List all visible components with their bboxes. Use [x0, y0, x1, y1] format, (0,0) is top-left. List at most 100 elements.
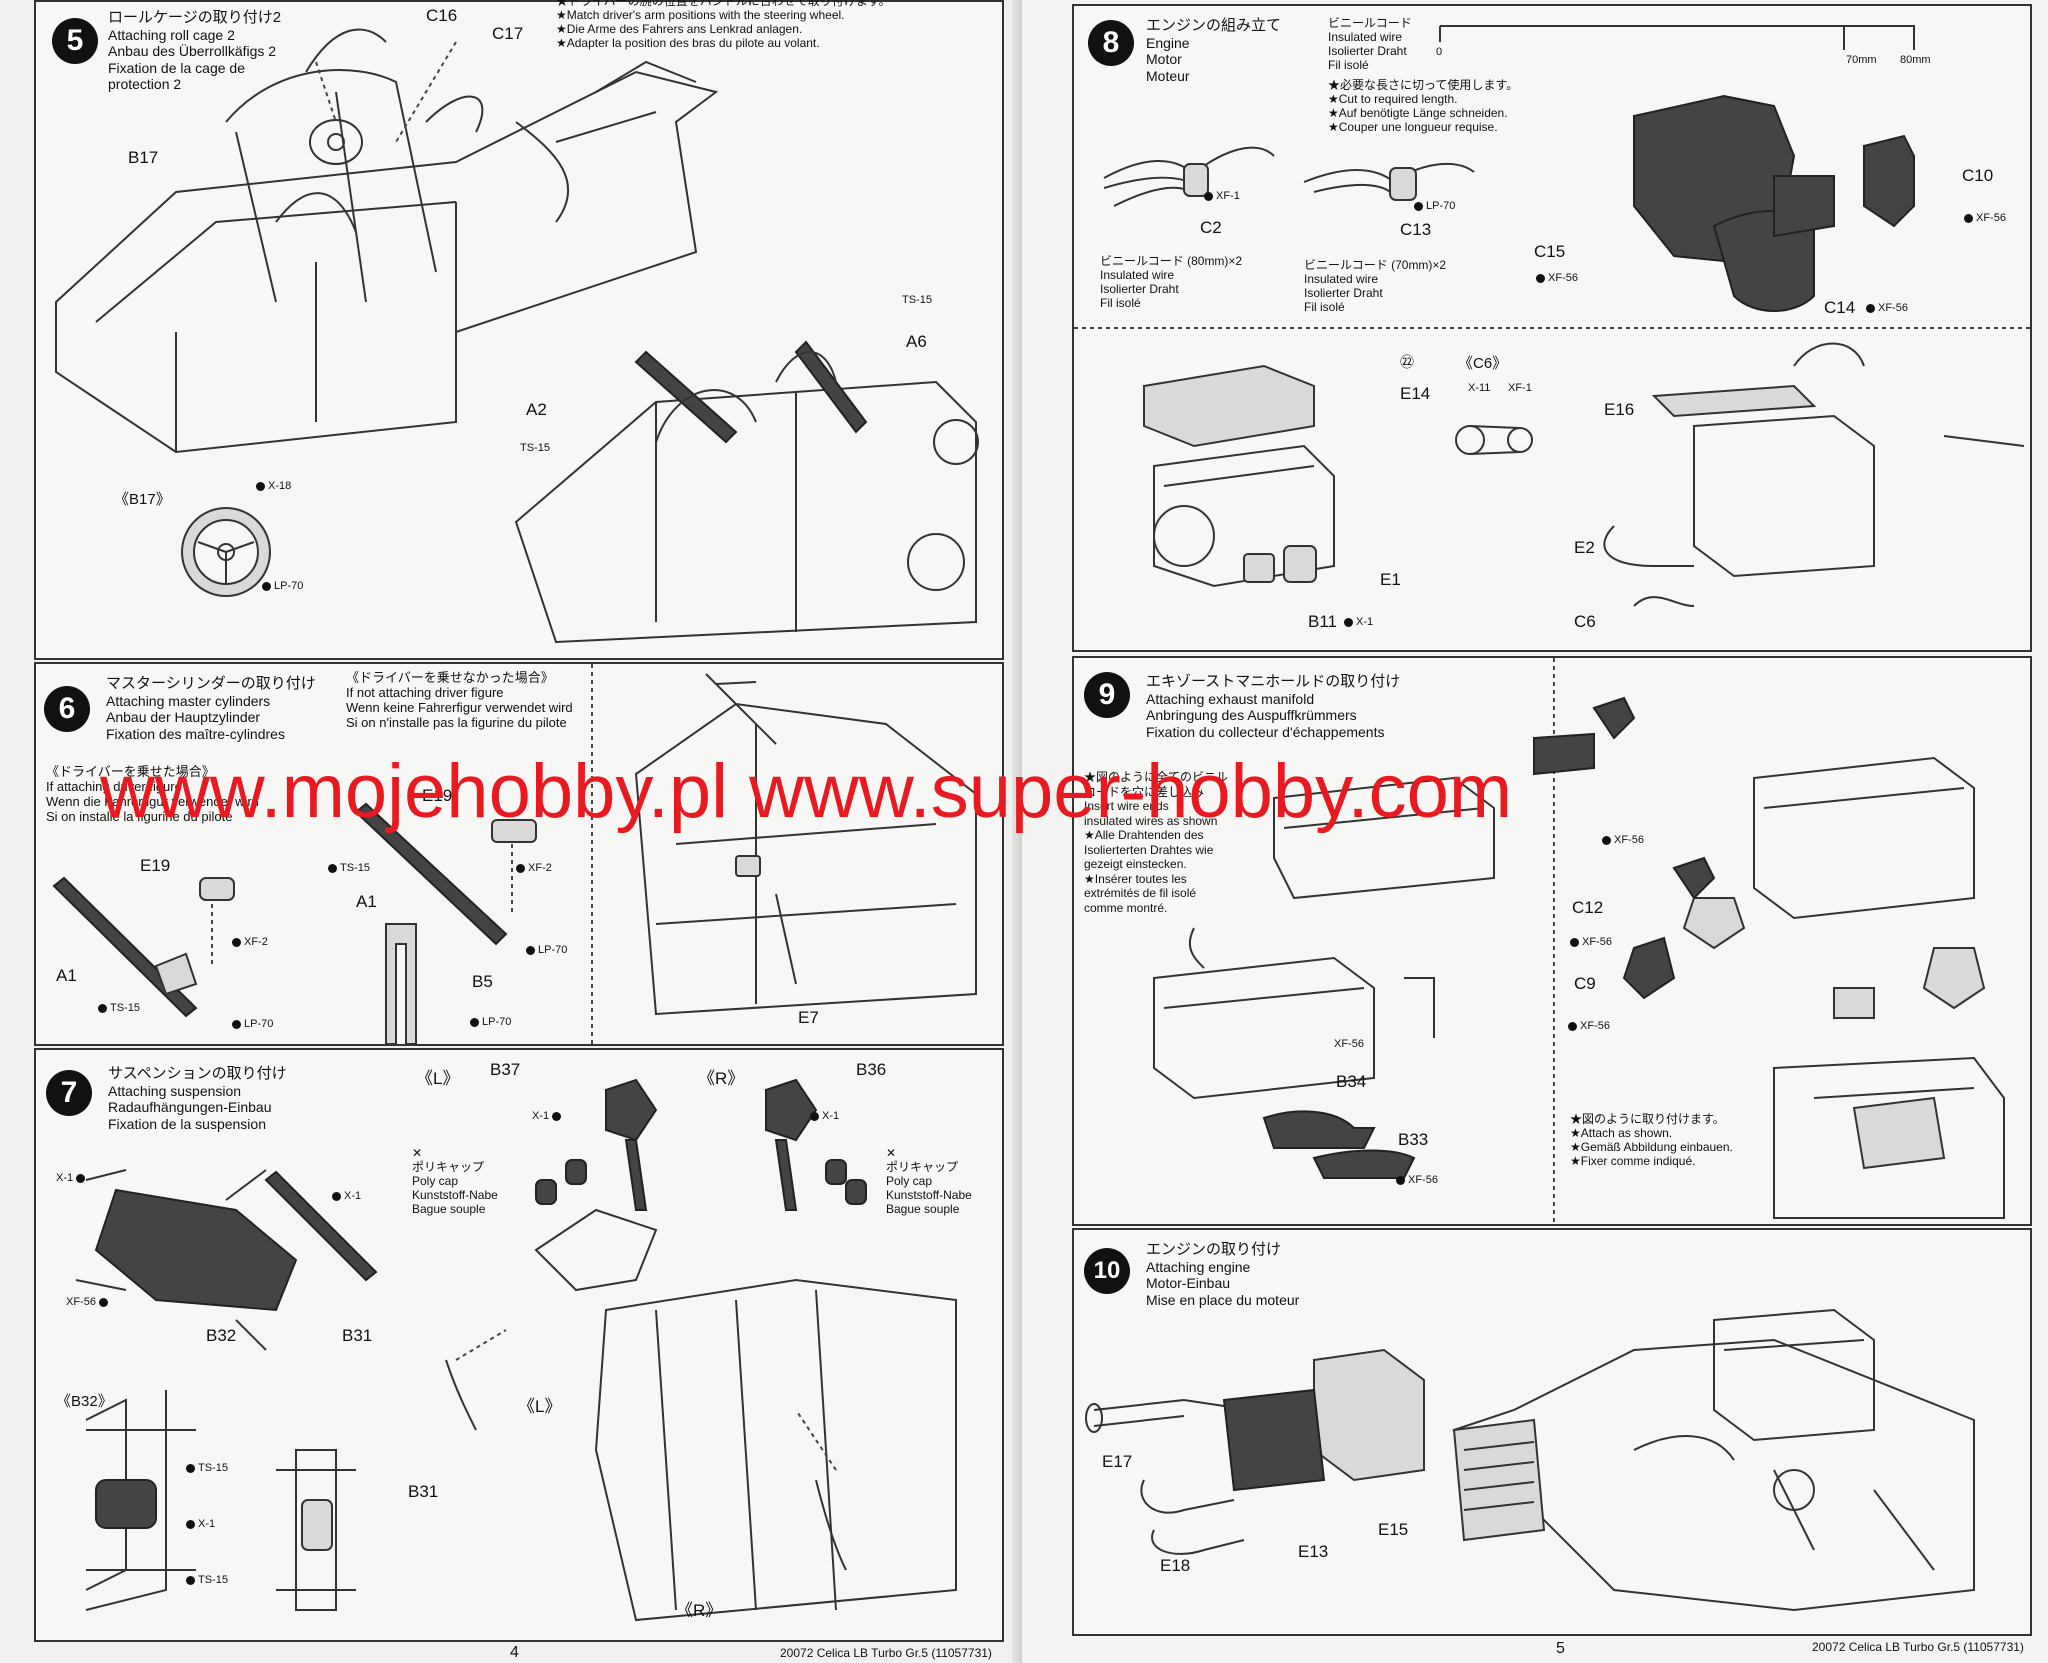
c6-detail-label: 《C6》: [1458, 355, 1508, 372]
store-watermark: www.mojehobby.pl www.super-hobby.com: [100, 749, 1513, 834]
step-6-title-jp: マスターシリンダーの取り付け: [106, 675, 316, 692]
step-10-title-en: Attaching engine: [1146, 1258, 1251, 1275]
wire-70mm-note: ビニールコード (70mm)×2 Insulated wire Isoliert…: [1304, 258, 1446, 314]
b32-detail-label: 《B32》: [56, 1393, 113, 1410]
step-9-title-fr: Fixation du collecteur d'échappements: [1146, 723, 1385, 740]
part-b5-label: B5: [472, 972, 493, 991]
step-5-chassis-drawing: [55, 28, 979, 644]
step-8-number: 8: [1088, 20, 1134, 66]
step-10-title-fr: Mise en place du moteur: [1146, 1291, 1300, 1308]
step-10-title-jp: エンジンの取り付け: [1146, 1241, 1282, 1258]
step-9-title-jp: エキゾーストマニホールドの取り付け: [1146, 673, 1401, 690]
part-c10-label: C10: [1962, 166, 1994, 185]
part-c13-label: C13: [1400, 220, 1432, 239]
part-c9-label: C9: [1574, 974, 1596, 993]
paint-dot-icon: [1536, 273, 1545, 283]
lp70-paint-d: LP-70: [1414, 200, 1455, 212]
ref-22: ㉒: [1400, 354, 1414, 370]
xf56-paint-h-text: XF-56: [1580, 1020, 1610, 1032]
part-e15-label: E15: [1378, 1520, 1409, 1539]
right-page-footer: 20072 Celica LB Turbo Gr.5 (11057731): [1812, 1640, 2024, 1654]
xf56-paint-d: XF-56: [1334, 1038, 1364, 1050]
wire80-jp: ビニールコード (80mm)×2: [1100, 254, 1243, 268]
xf1-paint-a: XF-1: [1204, 190, 1240, 202]
paint-dot-icon: [1570, 937, 1579, 947]
without-driver-jp: 《ドライバーを乗せなかった場合》: [346, 670, 554, 685]
lp70-paint-a: LP-70: [232, 1018, 273, 1030]
part-e14-label: E14: [1400, 384, 1431, 403]
cut-fr: ★Couper une longueur requise.: [1328, 120, 1498, 134]
xf56-paint-c-text: XF-56: [1878, 302, 1908, 314]
step-10-number: 10: [1084, 1248, 1130, 1294]
xf56-paint-e: XF-56: [1396, 1174, 1438, 1186]
wire80-fr: Fil isolé: [1100, 296, 1141, 310]
step-5-title: ロールケージの取り付け2 Attaching roll cage 2 Anbau…: [108, 9, 282, 93]
lp70-paint-a-text: LP-70: [244, 1018, 274, 1030]
insert-de2: Isolierterten Drahtes wie: [1084, 842, 1214, 857]
x1-paint-d: X-1: [332, 1190, 361, 1202]
x11-paint-text: X-11: [1468, 382, 1491, 394]
lp70-paint-text: LP-70: [274, 580, 304, 592]
polycap-right-fr: Bague souple: [886, 1202, 960, 1216]
step-5-panel: 5 ロールケージの取り付け2 Attaching roll cage 2 Anb…: [34, 0, 1004, 660]
paint-dot-icon: [186, 1463, 195, 1473]
wire-length-scale: [1439, 25, 1915, 50]
attach-fr: ★Fixer comme indiqué.: [1570, 1154, 1696, 1168]
part-c2-label: C2: [1200, 218, 1222, 237]
paint-dot-icon: [332, 1191, 341, 1201]
insert-jp2: コードを穴に差し込み: [1084, 784, 1205, 799]
step-8-title-de: Motor: [1146, 51, 1182, 67]
part-b37-label: B37: [490, 1060, 521, 1079]
x1-paint-a-text: X-1: [532, 1110, 550, 1122]
insert-fr2: extrémités de fil isolé: [1084, 886, 1197, 900]
paint-dot-icon: [1396, 1175, 1405, 1185]
step-6-number: 6: [44, 686, 90, 732]
step-6-title-de: Anbau der Hauptzylinder: [106, 709, 261, 725]
part-c6-label: C6: [1574, 612, 1596, 631]
step-5-note-fr: ★Adapter la position des bras du pilote …: [556, 36, 820, 50]
part-c15-label: C15: [1534, 242, 1566, 261]
x18-paint: X-18: [256, 480, 291, 492]
cut-jp: ★必要な長さに切って使用します。: [1328, 78, 1519, 92]
xf56-paint-f: XF-56: [1602, 834, 1644, 846]
insert-de1: ★Alle Drahtenden des: [1084, 828, 1204, 842]
step-10-drawing: [1085, 1308, 1975, 1612]
insert-en1: Insert wire ends: [1084, 799, 1169, 813]
step-5-title-jp: ロールケージの取り付け2: [108, 9, 282, 26]
with-driver-en: If attaching driver figure: [46, 779, 182, 794]
cut-note: ★必要な長さに切って使用します。 ★Cut to required length…: [1328, 78, 1518, 134]
step-9-drawing: [1153, 658, 2005, 1224]
wire-de: Isolierter Draht: [1328, 44, 1407, 58]
step-7-drawing: [75, 1078, 957, 1622]
right-page-number: 5: [1556, 1640, 1565, 1657]
cut-de: ★Auf benötigte Länge schneiden.: [1328, 106, 1508, 120]
step-7-panel: 7 サスペンションの取り付け Attaching suspension Rada…: [34, 1048, 1004, 1642]
left-page-footer: 20072 Celica LB Turbo Gr.5 (11057731): [780, 1646, 992, 1660]
wire70-de: Isolierter Draht: [1304, 286, 1383, 300]
paint-dot-icon: [232, 1019, 241, 1029]
step-5-number: 5: [52, 18, 98, 64]
paint-dot-icon: [1568, 1021, 1577, 1031]
step-5-title-en: Attaching roll cage 2: [108, 26, 235, 43]
x18-paint-text: X-18: [268, 480, 292, 492]
attach-en: ★Attach as shown.: [1570, 1126, 1673, 1140]
attach-jp: ★図のように取り付けます。: [1570, 1112, 1725, 1126]
part-b32-label: B32: [206, 1326, 237, 1345]
step-6-panel: 6 マスターシリンダーの取り付け Attaching master cylind…: [34, 662, 1004, 1046]
scale-zero: 0: [1436, 46, 1443, 58]
part-e7-label: E7: [798, 1008, 819, 1027]
xf56-paint-f-text: XF-56: [1614, 834, 1644, 846]
without-driver-note: 《ドライバーを乗せなかった場合》 If not attaching driver…: [346, 670, 573, 730]
scale-80mm: 80mm: [1900, 54, 1931, 66]
with-driver-jp: 《ドライバーを乗せた場合》: [46, 764, 215, 779]
x1-paint-c: X-1: [56, 1172, 88, 1184]
ts15-paint-c: TS-15: [98, 1002, 140, 1014]
step-6-title-fr: Fixation des maître-cylindres: [106, 725, 285, 742]
step-5-note: ★ドライバーの腕の位置をハンドルに合わせて取り付けます。 ★Match driv…: [556, 0, 891, 50]
step-9-title: エキゾーストマニホールドの取り付け Attaching exhaust mani…: [1146, 673, 1401, 740]
paint-dot-icon: [1866, 303, 1875, 313]
step-5-note-de: ★Die Arme des Fahrers ans Lenkrad anlage…: [556, 22, 803, 36]
step-8-title-en: Engine: [1146, 34, 1190, 51]
attach-as-shown-note: ★図のように取り付けます。 ★Attach as shown. ★Gemäß A…: [1570, 1112, 1733, 1168]
polycap-left-note: ✕ ポリキャップ Poly cap Kunststoff-Nabe Bague …: [412, 1146, 498, 1216]
